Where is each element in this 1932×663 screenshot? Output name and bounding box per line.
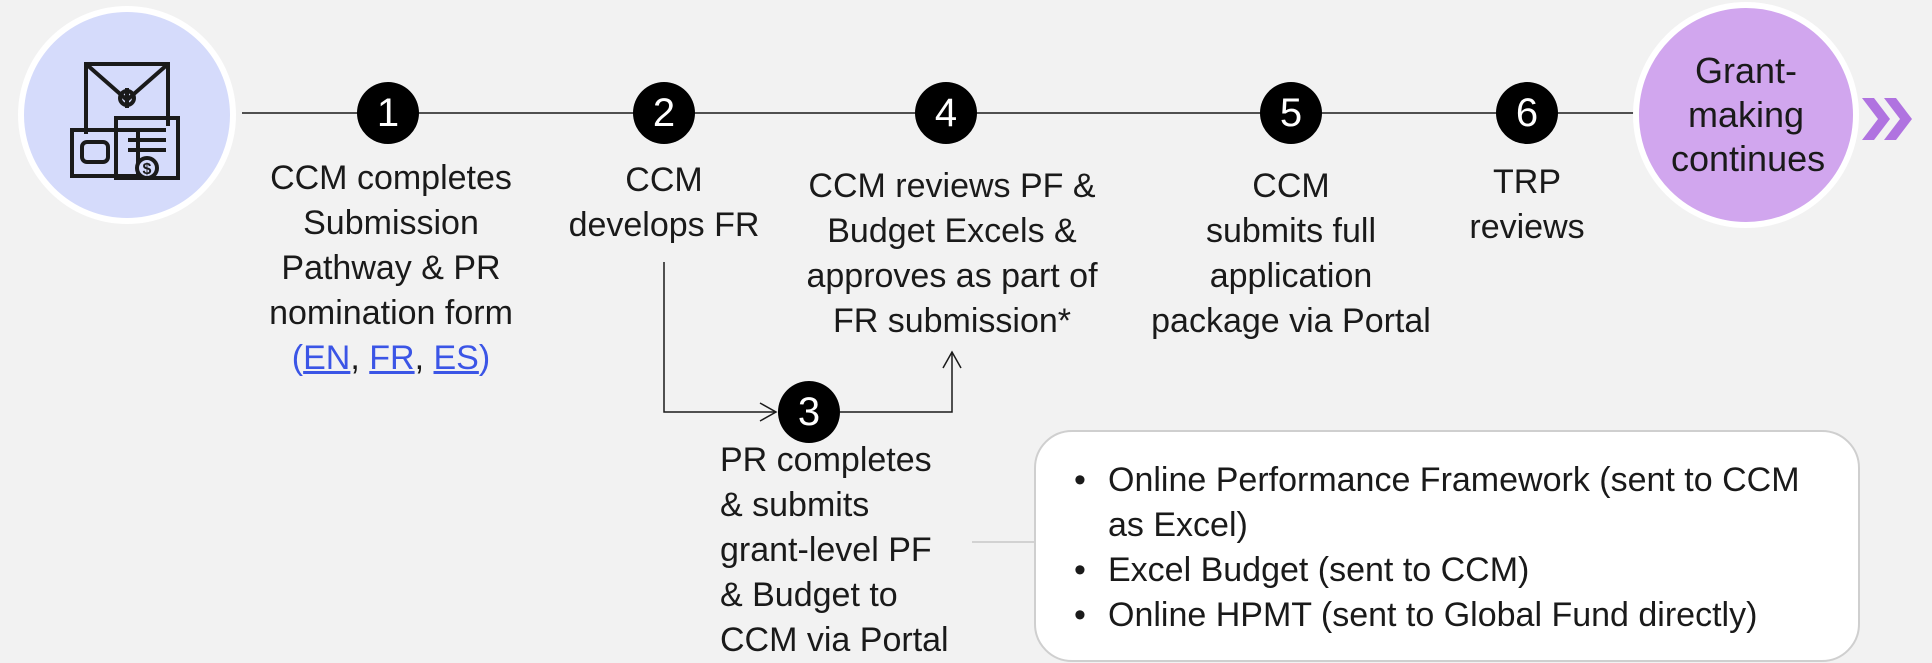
step-2-label: CCM develops FR — [568, 161, 760, 244]
submission-items-box: Online Performance Framework (sent to CC… — [1034, 430, 1860, 662]
step-5-label: CCM submits full application package via… — [1151, 167, 1431, 340]
language-links: (EN, FR, ES) — [291, 339, 491, 377]
step-4-label: CCM reviews PF & Budget Excels & approve… — [806, 167, 1098, 340]
list-item: Online Performance Framework (sent to CC… — [1070, 458, 1828, 548]
list-item: Online HPMT (sent to Global Fund directl… — [1070, 593, 1828, 638]
list-item: Excel Budget (sent to CCM) — [1070, 548, 1828, 593]
double-chevron-right-icon — [1862, 98, 1912, 140]
step-1-badge: 1 — [357, 82, 419, 144]
svg-text:$: $ — [143, 161, 152, 178]
end-label: Grant-making continues — [1671, 50, 1826, 179]
step-2-badge: 2 — [633, 82, 695, 144]
submission-items-list: Online Performance Framework (sent to CC… — [1070, 458, 1828, 638]
step-4-badge: 4 — [915, 82, 977, 144]
link-en[interactable]: EN — [303, 339, 351, 377]
grant-making-continues-circle: Grant-making continues — [1633, 2, 1859, 228]
step-3-label: PR completes & submits grant-level PF & … — [720, 441, 949, 659]
step-3-badge: 3 — [778, 381, 840, 443]
step-5-badge: 5 — [1260, 82, 1322, 144]
step-6-label: TRP reviews — [1469, 163, 1585, 246]
link-fr[interactable]: FR — [369, 339, 415, 377]
step-1-label: CCM completes Submission Pathway & PR no… — [241, 156, 541, 381]
link-es[interactable]: ES — [433, 339, 479, 377]
document-money-envelope-icon: $ — [70, 62, 180, 180]
start-circle: $ — [18, 6, 236, 224]
step-6-badge: 6 — [1496, 82, 1558, 144]
